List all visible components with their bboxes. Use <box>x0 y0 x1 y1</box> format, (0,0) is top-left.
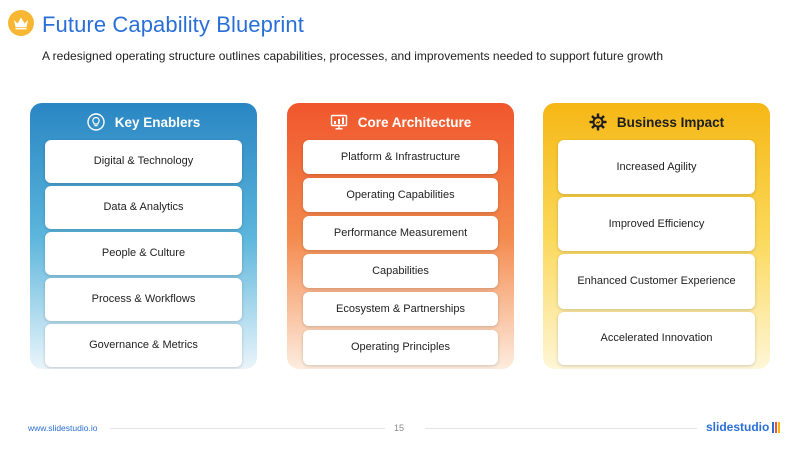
page-title: Future Capability Blueprint <box>42 12 304 37</box>
enabler-card: People & Culture <box>45 232 242 275</box>
page-number: 15 <box>394 423 405 433</box>
architecture-card: Platform & Infrastructure <box>303 140 498 174</box>
architecture-card: Operating Principles <box>303 330 498 365</box>
business-impact-header: Business Impact <box>543 103 770 141</box>
business-impact-title: Business Impact <box>616 114 725 130</box>
gear-icon <box>589 113 607 131</box>
page-subtitle: A redesigned operating structure outline… <box>42 49 664 63</box>
brand-logo: slidestudio <box>706 420 781 434</box>
impact-card: Enhanced Customer Experience <box>558 254 755 309</box>
footer-divider-right <box>425 428 697 429</box>
brand-bars-icon <box>772 421 781 433</box>
key-enablers-header: Key Enablers <box>30 103 257 141</box>
brand-name: slidestudio <box>706 420 770 434</box>
enabler-card: Digital & Technology <box>45 140 242 183</box>
core-architecture-title: Core Architecture <box>357 114 472 130</box>
crown-icon <box>14 17 28 30</box>
core-architecture-header: Core Architecture <box>287 103 514 141</box>
core-architecture-panel: Core Architecture Platform & Infrastruct… <box>287 103 514 369</box>
key-enablers-title: Key Enablers <box>114 114 201 130</box>
impact-card: Increased Agility <box>558 140 755 194</box>
enabler-card: Governance & Metrics <box>45 324 242 367</box>
key-enablers-panel: Key Enablers Digital & Technology Data &… <box>30 103 257 369</box>
lightbulb-icon <box>87 113 105 131</box>
footer-url[interactable]: www.slidestudio.io <box>28 423 98 433</box>
impact-card: Improved Efficiency <box>558 197 755 251</box>
monitor-icon <box>330 113 348 131</box>
footer-divider-left <box>110 428 385 429</box>
enabler-card: Process & Workflows <box>45 278 242 321</box>
architecture-card: Capabilities <box>303 254 498 288</box>
architecture-card: Performance Measurement <box>303 216 498 250</box>
crown-badge <box>8 10 34 36</box>
architecture-card: Ecosystem & Partnerships <box>303 292 498 326</box>
architecture-card: Operating Capabilities <box>303 178 498 212</box>
impact-card: Accelerated Innovation <box>558 312 755 365</box>
enabler-card: Data & Analytics <box>45 186 242 229</box>
business-impact-panel: Business Impact Increased Agility Improv… <box>543 103 770 369</box>
